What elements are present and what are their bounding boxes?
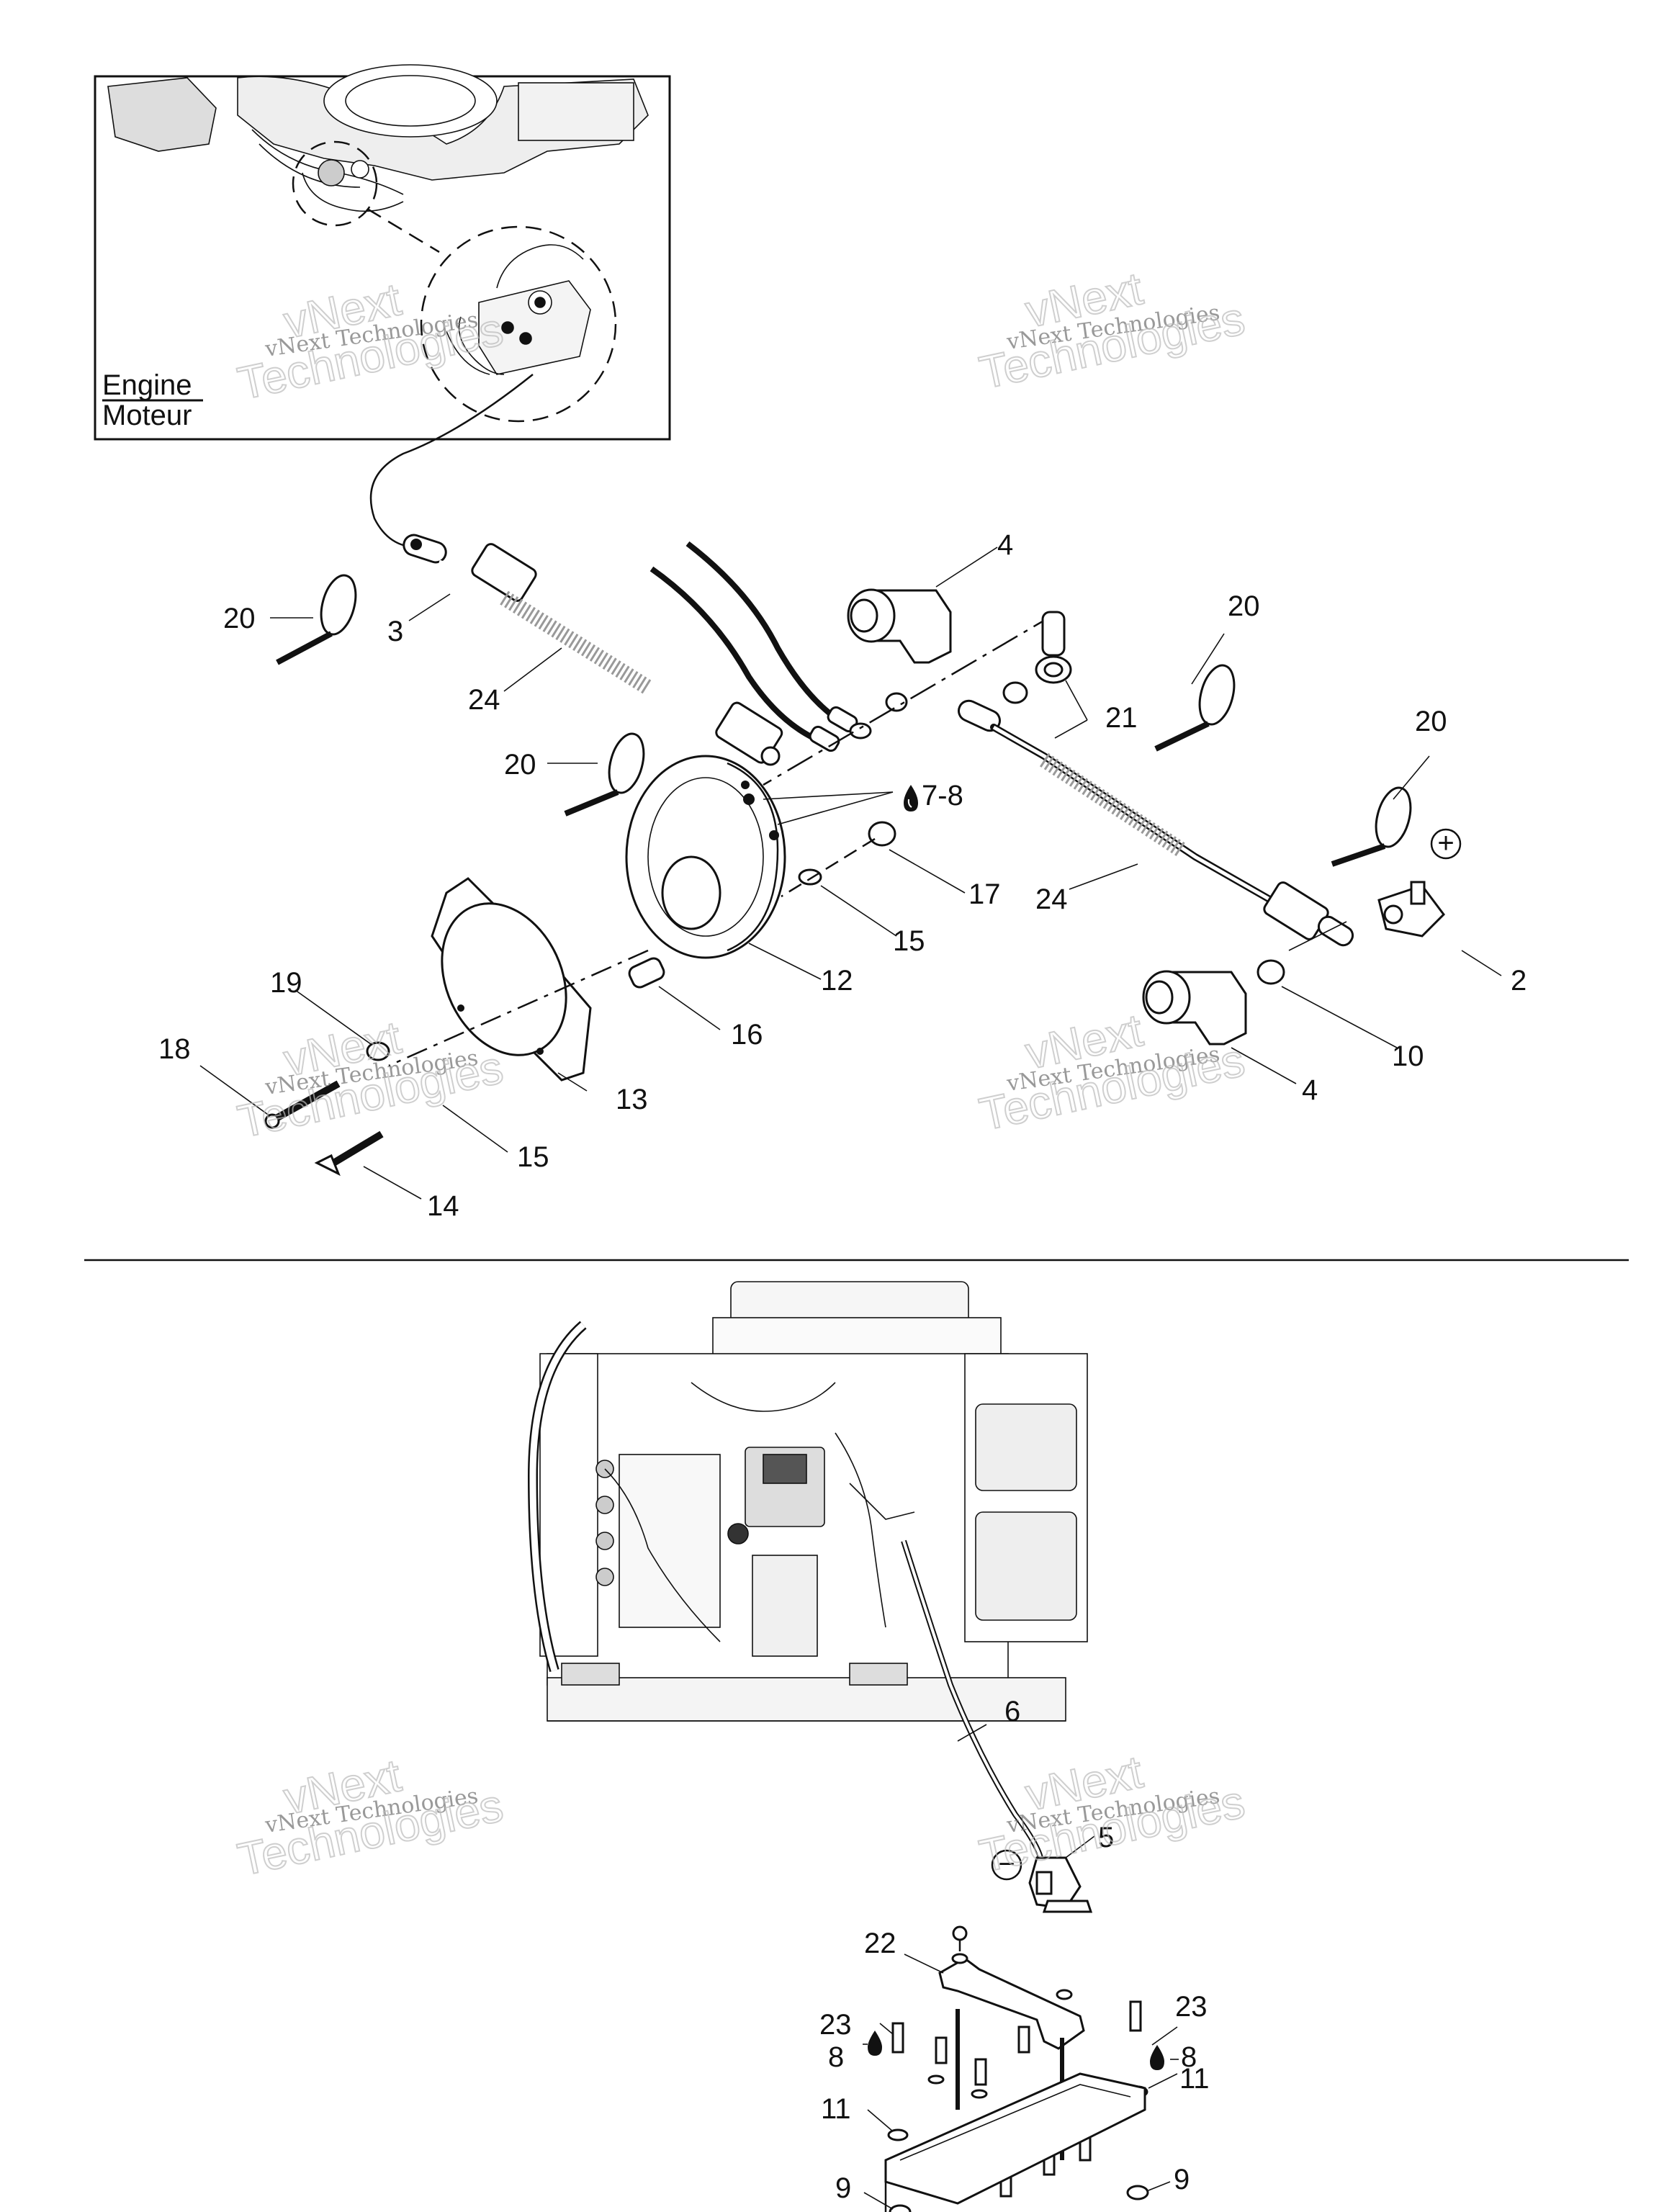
callout-20: 20	[1415, 706, 1447, 737]
callout-4: 4	[1302, 1074, 1318, 1106]
callout-15: 15	[893, 925, 925, 957]
callout-10: 10	[1392, 1040, 1424, 1072]
starter-assembly: +	[199, 534, 1502, 1200]
boot-4-top	[847, 588, 952, 664]
callout-11: 11	[821, 2093, 851, 2125]
callout-4: 4	[997, 529, 1013, 561]
callout-3: 3	[387, 616, 403, 647]
engine-rear-view: − 6 5	[527, 1281, 1114, 1913]
fitting-21	[1002, 611, 1072, 704]
callout-8: 8	[1181, 2041, 1197, 2073]
callout-18: 18	[158, 1033, 191, 1065]
callout-21: 21	[1105, 702, 1138, 734]
terminal-clamp-2	[1377, 881, 1445, 938]
callout-11: 11	[1179, 2063, 1210, 2095]
callout-5: 5	[1098, 1822, 1114, 1853]
cable-tie-20c	[1154, 664, 1236, 752]
callout-22: 22	[864, 1928, 896, 1959]
negative-terminal-icon: −	[991, 1848, 1022, 1881]
cable-tie-20b	[564, 732, 645, 817]
callout-20: 20	[504, 749, 536, 781]
svg-text:+: +	[1437, 827, 1454, 859]
positive-terminal-icon: +	[1430, 827, 1462, 860]
starter-motor-12	[625, 755, 786, 959]
negative-clamp-5	[1028, 1856, 1093, 1913]
callout-12: 12	[821, 965, 853, 997]
callout-15: 15	[517, 1141, 549, 1173]
callout-16: 16	[731, 1019, 763, 1051]
boot-4-bottom	[1142, 970, 1247, 1046]
svg-text:−: −	[998, 1848, 1015, 1880]
callout-23: 23	[819, 2009, 852, 2041]
callout-6: 6	[1004, 1696, 1020, 1727]
battery-tray-assembly: 22 23 8 11 23 8 11 9 9	[819, 1925, 1210, 2212]
callout-24: 24	[1035, 884, 1068, 915]
callout-23: 23	[1175, 1991, 1208, 2023]
callout-20: 20	[1228, 590, 1260, 622]
callout-8: 8	[828, 2041, 844, 2073]
drop-icon	[904, 785, 918, 811]
callout-2: 2	[1511, 965, 1527, 997]
callout-19: 19	[270, 967, 302, 999]
callout-9: 9	[1174, 2164, 1190, 2195]
cable-3	[403, 534, 783, 766]
cable-24-right	[957, 699, 1354, 947]
inset-label-engine: Engine	[102, 369, 192, 401]
inset-label-moteur: Moteur	[102, 400, 192, 431]
callouts-top: 4 20 20 20 3 24 20 21 7-8 17 15 12 16 19…	[158, 529, 1527, 1222]
callout-14: 14	[427, 1190, 459, 1222]
callout-7-8: 7-8	[922, 780, 963, 811]
callout-13: 13	[616, 1084, 648, 1115]
mounting-flange-13	[431, 877, 592, 1082]
cable-tie-20a	[276, 574, 357, 665]
callout-24: 24	[468, 684, 500, 716]
callout-20: 20	[223, 603, 256, 634]
engine-inset: Engine Moteur	[94, 64, 671, 441]
callout-17: 17	[968, 878, 1001, 910]
cable-tie-20d	[1331, 786, 1412, 867]
callout-9: 9	[835, 2172, 851, 2204]
